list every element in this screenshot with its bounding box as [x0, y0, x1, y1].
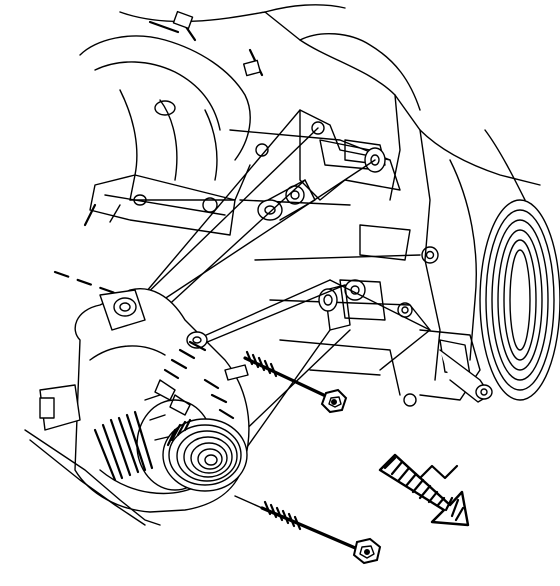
alignment-lines: [134, 109, 431, 451]
generator-pulley: [162, 418, 248, 492]
crankshaft-balancer: [479, 129, 560, 401]
block-mounting-stud: [439, 349, 493, 403]
lower-mounting-bolt: [234, 495, 382, 565]
upper-mounting-bolt: [243, 350, 348, 414]
mounting-bracket: [257, 109, 401, 331]
front-of-vehicle-arrow: [378, 453, 470, 527]
centerline-dashed: [53, 270, 137, 302]
exhaust-manifold: [79, 10, 264, 236]
